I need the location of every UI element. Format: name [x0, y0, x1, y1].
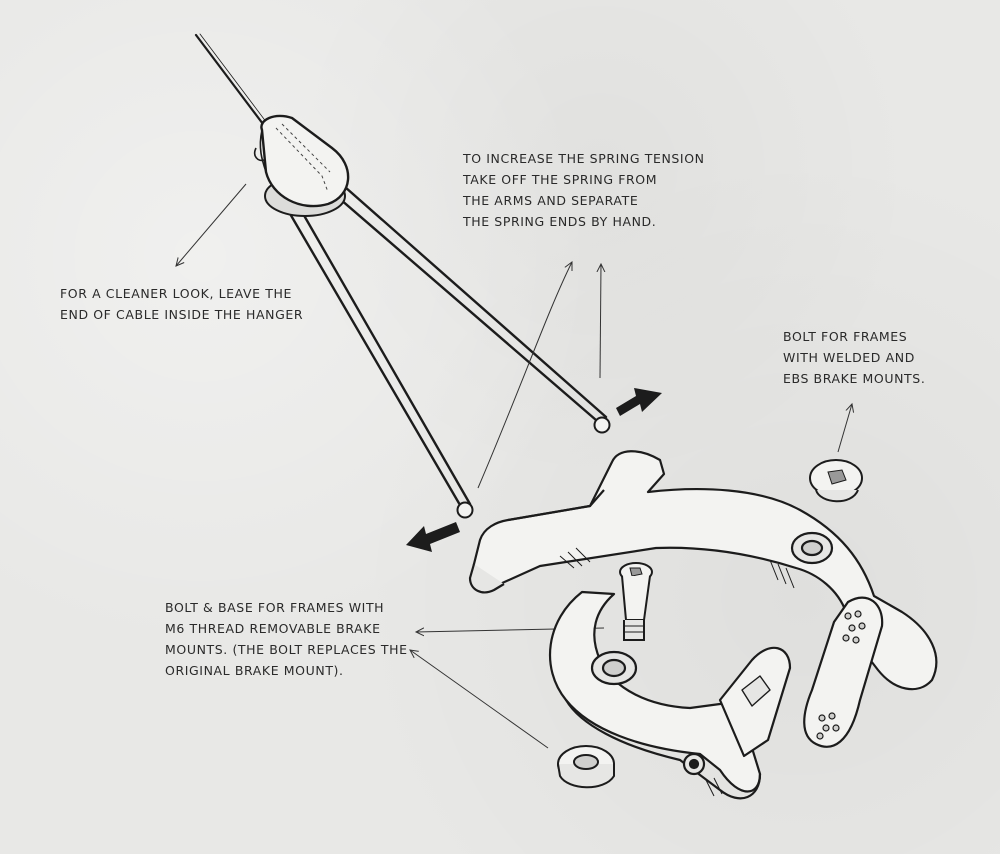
note-spring-line-3: THE ARMS AND SEPARATE [463, 193, 639, 208]
brake-shoe-right [803, 596, 884, 748]
note-bolt-welded-line-1: BOLT FOR FRAMES [783, 329, 908, 344]
note-spring-line-4: THE SPRING ENDS BY HAND. [463, 214, 657, 229]
bolt-m6 [619, 562, 653, 641]
straddle-cable [194, 33, 608, 507]
cable-hanger [253, 114, 350, 217]
note-cable-hanger: FOR A CLEANER LOOK, LEAVE THE END OF CAB… [60, 283, 303, 325]
note-spring-line-1: TO INCREASE THE SPRING TENSION [463, 151, 705, 166]
note-bolt-welded-line-2: WITH WELDED AND [783, 350, 915, 365]
brake-arm-lower [548, 590, 792, 800]
note-cable-line-1: FOR A CLEANER LOOK, LEAVE THE [60, 286, 292, 301]
straddle-end-right [593, 416, 611, 434]
note-bolt-welded-line-3: EBS BRAKE MOUNTS. [783, 371, 926, 386]
note-bolt-base-line-1: BOLT & BASE FOR FRAMES WITH [165, 600, 385, 615]
note-bolt-base-line-2: M6 THREAD REMOVABLE BRAKE [165, 621, 381, 636]
straddle-end-left [456, 501, 474, 519]
note-bolt-welded: BOLT FOR FRAMES WITH WELDED AND EBS BRAK… [783, 326, 925, 389]
note-bolt-base-line-4: ORIGINAL BRAKE MOUNT). [165, 663, 344, 678]
bolt-welded [809, 459, 863, 503]
spring-direction-arrows [406, 388, 662, 552]
note-bolt-base-line-3: MOUNTS. (THE BOLT REPLACES THE [165, 642, 408, 657]
note-spring-line-2: TAKE OFF THE SPRING FROM [463, 172, 658, 187]
brake-arm-upper [468, 450, 938, 691]
washer-base [557, 745, 615, 789]
note-bolt-base: BOLT & BASE FOR FRAMES WITH M6 THREAD RE… [165, 597, 408, 681]
note-spring-tension: TO INCREASE THE SPRING TENSION TAKE OFF … [463, 148, 705, 232]
leader-lines [176, 183, 852, 749]
note-cable-line-2: END OF CABLE INSIDE THE HANGER [60, 307, 304, 322]
